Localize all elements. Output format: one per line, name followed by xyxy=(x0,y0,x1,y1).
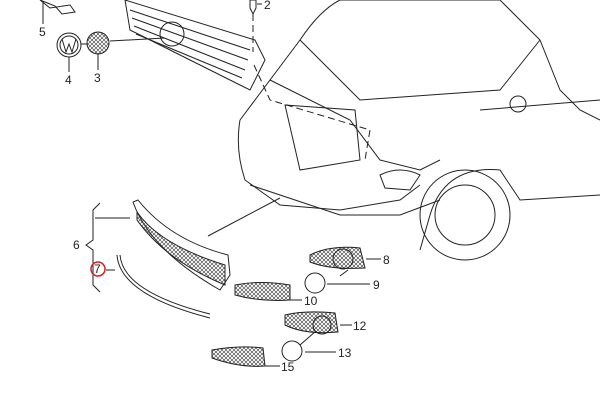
part-7-trim-strip xyxy=(116,254,211,319)
label-13: 13 xyxy=(338,346,352,360)
label-12: 12 xyxy=(353,319,367,333)
label-7: 7 xyxy=(94,262,101,276)
part-5-badge xyxy=(39,0,76,15)
part-13-ring xyxy=(281,340,303,362)
label-4: 4 xyxy=(65,73,72,87)
part-15-grille-insert xyxy=(211,346,266,367)
label-9: 9 xyxy=(373,278,380,292)
part-2-screw xyxy=(249,0,257,16)
car-outline xyxy=(237,0,600,261)
radiator-grille xyxy=(124,0,266,91)
label-8: 8 xyxy=(383,253,390,267)
label-10: 10 xyxy=(304,294,318,308)
part-8-fog-grille-left xyxy=(309,246,366,270)
part-4-vw-emblem xyxy=(56,32,82,58)
label-7-highlight xyxy=(90,261,106,277)
label-2: 2 xyxy=(264,0,271,12)
part-9-ring xyxy=(304,272,326,294)
label-3: 3 xyxy=(94,71,101,85)
label-15: 15 xyxy=(281,360,295,374)
leader-grille-car xyxy=(253,64,371,161)
label-5: 5 xyxy=(39,25,46,39)
label-6: 6 xyxy=(73,238,80,252)
part-6-lower-grille xyxy=(132,199,231,291)
part-12-fog-grille-right xyxy=(284,311,339,335)
part-10-grille-insert xyxy=(234,282,291,301)
part-3-emblem-mesh xyxy=(86,31,110,55)
